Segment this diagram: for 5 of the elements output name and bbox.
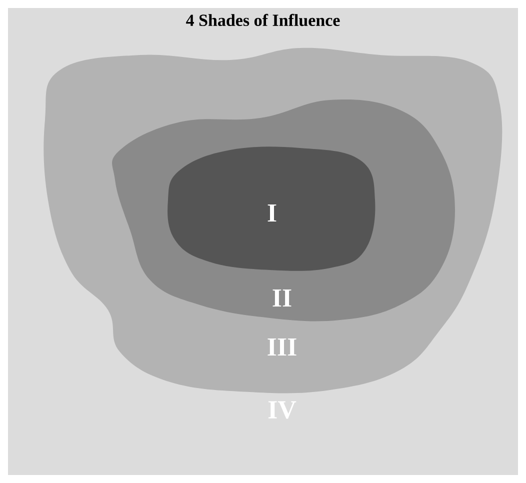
- title: 4 Shades of Influence: [186, 14, 340, 26]
- region-blob: [168, 146, 376, 271]
- region-label: II: [272, 289, 292, 306]
- region-label: I: [268, 204, 276, 222]
- region-label: III: [268, 338, 296, 356]
